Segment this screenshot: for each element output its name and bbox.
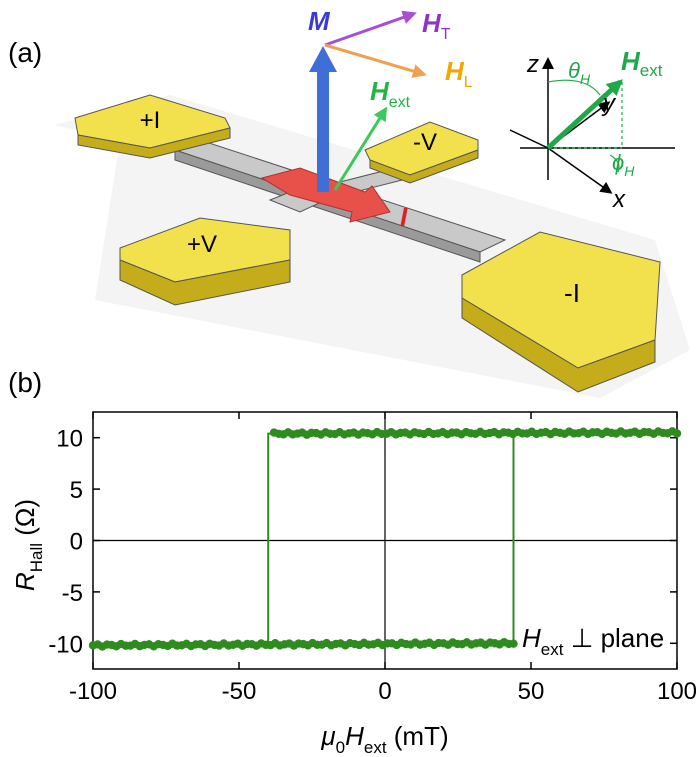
panel-b-label: (b): [8, 367, 42, 398]
x-axis-label: μ0Hext (mT): [320, 721, 448, 757]
vector-m: M: [308, 6, 337, 192]
coord-hext-label: Hext: [621, 46, 663, 80]
x-axis: [547, 147, 613, 194]
pad-plus-i-label: +I: [140, 107, 161, 134]
pad-plus-v: +V: [119, 217, 291, 306]
pad-minus-i: -I: [461, 231, 661, 393]
y-axis-label: y: [601, 90, 617, 117]
pad-minus-v-label: -V: [413, 129, 437, 156]
hext-vector: [546, 79, 623, 150]
y-axis-label: RHall (Ω): [10, 499, 46, 591]
y-tick-label: 0: [70, 529, 83, 556]
pad-minus-v: -V: [364, 121, 479, 184]
zero-lines: [93, 412, 677, 669]
data-point: [509, 639, 518, 648]
vector-ht-label: HT: [422, 8, 451, 43]
x-tick-label: 100: [657, 678, 697, 705]
vector-hl-label: HL: [445, 56, 473, 91]
m-head: [309, 46, 337, 72]
x-axis-back: [509, 129, 549, 149]
pad-plus-i-side: [77, 127, 231, 159]
pad-minus-v-side: [369, 149, 479, 184]
phi-arc: [609, 154, 620, 173]
pad-plus-i: +I: [74, 94, 231, 159]
vector-m-label: M: [308, 6, 331, 36]
x-tick-label: -50: [222, 678, 257, 705]
current-label: I: [400, 202, 408, 232]
vector-hl-arrow: [324, 43, 427, 78]
data-points: [88, 427, 682, 651]
axis-ticks: [92, 412, 678, 669]
phi-label: ϕH: [612, 150, 635, 179]
pad-plus-v-side: [119, 259, 291, 306]
y-tick-label: 10: [56, 426, 83, 453]
m-shaft: [317, 70, 329, 192]
pad-minus-i-side: [461, 297, 656, 393]
y-tick-label: -10: [48, 631, 83, 658]
theta-label: θH: [568, 58, 591, 87]
vector-ht-arrow: [324, 10, 417, 47]
x-tick-label: -100: [69, 678, 117, 705]
y-tick-label: 5: [70, 477, 83, 504]
x-tick-label: 0: [378, 678, 391, 705]
pad-minus-i-label: -I: [564, 278, 580, 308]
x-tick-label: 50: [518, 678, 545, 705]
theta-arc: [547, 79, 601, 96]
y-tick-label: -5: [62, 580, 83, 607]
vector-hext-label: Hext: [370, 76, 411, 111]
pad-plus-v-label: +V: [187, 231, 217, 258]
vector-hext-arrow: [333, 106, 388, 191]
coordinate-frame: z x y θH ϕH Hext: [509, 46, 675, 213]
z-axis-label: z: [526, 51, 539, 78]
annotation: Hext ⊥ plane: [522, 623, 664, 659]
panel-a: (a) +I -V +V -I: [8, 6, 690, 398]
x-axis-label: x: [612, 186, 626, 213]
panel-a-label: (a): [8, 37, 42, 68]
hall-bar-side: [174, 149, 481, 263]
data-point: [672, 429, 682, 438]
